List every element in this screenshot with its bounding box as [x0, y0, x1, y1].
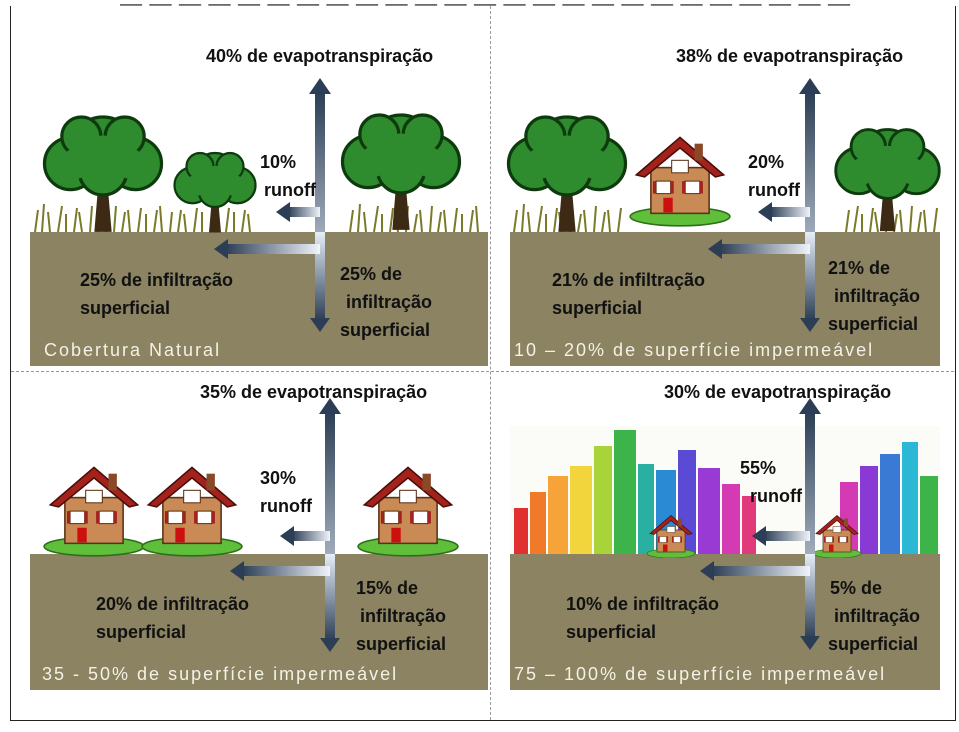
panel-impervious-35-50: 35% de evapotranspiração 30% runoff 20% …: [20, 372, 490, 732]
deep-infiltration-line-3: superficial: [340, 320, 431, 340]
left-arrow-head: [280, 526, 294, 546]
panel-impervious-35-50-graphic: [30, 398, 488, 690]
panel-natural-cover: 40% de evapotranspiração 10% runoff 25% …: [20, 10, 490, 370]
ground-soil: [30, 232, 488, 366]
cropped-caption-line: — — — — — — — — — — — — — — — — — — — — …: [120, 0, 955, 6]
runoff-arrow-shaft: [292, 531, 330, 541]
runoff-value: 10%: [260, 152, 297, 172]
horizontal-divider: [11, 371, 954, 372]
left-arrow-head: [214, 239, 228, 259]
down-arrow-head: [800, 318, 820, 332]
deep-infiltration-line-1: 15% de: [356, 578, 419, 598]
left-arrow-head: [276, 202, 290, 222]
runoff-arrow-shaft: [764, 531, 810, 541]
deep-infiltration-line-2: infiltração: [360, 606, 447, 626]
up-arrow-head: [319, 398, 341, 414]
figure-frame: [10, 6, 956, 721]
panel-footer: 10 – 20% de superfície impermeável: [514, 340, 875, 360]
shallow-infiltration-arrow-shaft: [242, 566, 330, 576]
shallow-infiltration-arrow-shaft: [720, 244, 810, 254]
left-arrow-head: [752, 526, 766, 546]
evapotranspiration-arrow-shaft: [805, 92, 815, 320]
evapotranspiration-label: 30% de evapotranspiração: [664, 382, 892, 402]
runoff-arrow-shaft: [770, 207, 810, 217]
evapotranspiration-arrow-shaft: [315, 92, 325, 320]
panel-impervious-75-100-graphic: [510, 398, 940, 690]
runoff-label: runoff: [260, 496, 312, 516]
runoff-label: runoff: [264, 180, 316, 200]
house-icon: [357, 466, 459, 557]
deep-infiltration-arrow-shaft: [325, 554, 335, 640]
house-icon: [629, 136, 731, 227]
deep-infiltration-arrow-shaft: [805, 232, 815, 320]
shallow-infiltration-line-2: superficial: [566, 622, 657, 642]
panel-impervious-10-20-graphic: [506, 78, 941, 366]
shallow-infiltration-line-1: 25% de infiltração: [80, 270, 234, 290]
evapotranspiration-label: 38% de evapotranspiração: [676, 46, 904, 66]
deep-infiltration-line-3: superficial: [828, 314, 919, 334]
deep-infiltration-line-1: 25% de: [340, 264, 403, 284]
shallow-infiltration-arrow-shaft: [226, 244, 320, 254]
up-arrow-head: [309, 78, 331, 94]
deep-infiltration-line-1: 21% de: [828, 258, 891, 278]
left-arrow-head: [758, 202, 772, 222]
ground-soil: [510, 232, 940, 366]
deep-infiltration-line-3: superficial: [356, 634, 447, 654]
down-arrow-head: [320, 638, 340, 652]
runoff-label: runoff: [748, 180, 800, 200]
runoff-value: 30%: [260, 468, 297, 488]
tree-icon: [42, 115, 164, 234]
deep-infiltration-line-2: infiltração: [834, 286, 921, 306]
deep-infiltration-line-3: superficial: [828, 634, 919, 654]
runoff-arrow-shaft: [288, 207, 320, 217]
shallow-infiltration-line-1: 21% de infiltração: [552, 270, 706, 290]
evapotranspiration-arrow-shaft: [325, 412, 335, 640]
runoff-value: 20%: [748, 152, 785, 172]
shallow-infiltration-line-1: 10% de infiltração: [566, 594, 720, 614]
evapotranspiration-label: 40% de evapotranspiração: [206, 46, 434, 66]
deep-infiltration-line-2: infiltração: [834, 606, 921, 626]
deep-infiltration-arrow-shaft: [805, 554, 815, 638]
left-arrow-head: [700, 561, 714, 581]
evapotranspiration-arrow-shaft: [805, 412, 815, 638]
house-icon: [141, 466, 243, 557]
runoff-label: runoff: [750, 486, 802, 506]
evapotranspiration-label: 35% de evapotranspiração: [200, 382, 428, 402]
shallow-infiltration-line-2: superficial: [80, 298, 171, 318]
shallow-infiltration-line-2: superficial: [552, 298, 643, 318]
panel-impervious-75-100: 30% de evapotranspiração 55% runoff 10% …: [500, 372, 959, 732]
panel-footer: 75 – 100% de superfície impermeável: [514, 664, 887, 684]
up-arrow-head: [799, 398, 821, 414]
panel-natural-graphic: [30, 78, 488, 366]
deep-infiltration-line-2: infiltração: [346, 292, 433, 312]
city-skyline-icon: [514, 430, 938, 554]
panel-impervious-10-20: 38% de evapotranspiração 20% runoff 21% …: [500, 10, 959, 370]
vertical-divider: [490, 6, 491, 720]
panel-footer: Cobertura Natural: [44, 340, 222, 360]
left-arrow-head: [230, 561, 244, 581]
down-arrow-head: [800, 636, 820, 650]
deep-infiltration-arrow-shaft: [315, 232, 325, 320]
shallow-infiltration-line-2: superficial: [96, 622, 187, 642]
shallow-infiltration-line-1: 20% de infiltração: [96, 594, 250, 614]
left-arrow-head: [708, 239, 722, 259]
panel-footer: 35 - 50% de superfície impermeável: [42, 664, 399, 684]
house-icon: [43, 466, 145, 557]
ground-soil: [510, 554, 940, 690]
deep-infiltration-line-1: 5% de: [830, 578, 883, 598]
shallow-infiltration-arrow-shaft: [712, 566, 810, 576]
ground-soil: [30, 554, 488, 690]
runoff-value: 55%: [740, 458, 777, 478]
down-arrow-head: [310, 318, 330, 332]
up-arrow-head: [799, 78, 821, 94]
